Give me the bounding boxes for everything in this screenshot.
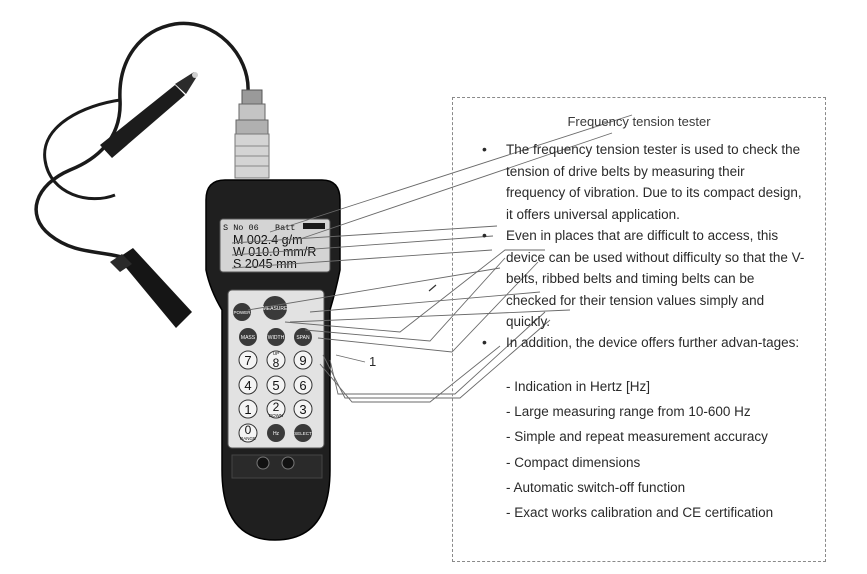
svg-text:8: 8: [273, 356, 280, 370]
bullet-1: The frequency tension tester is used to …: [482, 139, 806, 225]
svg-text:1: 1: [244, 402, 251, 417]
description-box: Frequency tension tester The frequency t…: [452, 97, 826, 562]
power-key[interactable]: POWER: [233, 303, 251, 321]
svg-text:0: 0: [245, 423, 252, 437]
cable-connector: [234, 89, 270, 179]
lcd-line2: M 002.4 g/m: [233, 233, 302, 247]
key-1[interactable]: 1: [238, 399, 258, 419]
svg-text:SELECT: SELECT: [294, 431, 312, 436]
lcd-display: [219, 218, 331, 273]
upper-sensor-probe: [100, 72, 198, 158]
lcd-line1-right: Batt: [275, 223, 295, 233]
svg-text:4: 4: [244, 378, 251, 393]
advantage-6: - Exact works calibration and CE certifi…: [506, 505, 774, 520]
svg-text:UP: UP: [273, 351, 279, 356]
bullet-3: In addition, the device offers further a…: [482, 332, 806, 354]
svg-text:Hz: Hz: [273, 431, 280, 437]
key-3[interactable]: 3: [293, 399, 313, 419]
svg-text:3: 3: [299, 402, 306, 417]
measure-key[interactable]: MEASURE: [263, 296, 288, 320]
mass-key[interactable]: MASS: [239, 328, 257, 346]
svg-text:5: 5: [272, 378, 279, 393]
key-7[interactable]: 7: [238, 350, 258, 370]
key-9[interactable]: 9: [293, 350, 313, 370]
advantage-5: - Automatic switch-off function: [506, 480, 686, 495]
callout-number: 1: [369, 354, 377, 369]
svg-text:SPAN: SPAN: [296, 335, 310, 341]
svg-text:MEASURE: MEASURE: [263, 306, 288, 312]
battery-indicator: [303, 223, 325, 229]
select-key[interactable]: SELECT: [294, 424, 312, 442]
svg-text:9: 9: [299, 353, 306, 368]
box-title: Frequency tension tester: [567, 114, 711, 129]
svg-text:RANGE: RANGE: [240, 436, 256, 441]
svg-text:2: 2: [273, 400, 280, 414]
svg-text:MASS: MASS: [241, 335, 256, 341]
sensor-cable-loop: [43, 98, 121, 201]
bullet-2: Even in places that are difficult to acc…: [482, 225, 806, 333]
dash-mark: [428, 284, 437, 292]
bottom-ports: [231, 454, 323, 479]
sensor-head: [110, 248, 192, 328]
span-key[interactable]: SPAN: [294, 328, 312, 346]
key-5[interactable]: 5: [266, 375, 286, 395]
advantage-4: - Compact dimensions: [506, 455, 641, 470]
svg-text:WIDTH: WIDTH: [268, 335, 285, 341]
key-8-up[interactable]: UP8: [266, 350, 286, 370]
key-6[interactable]: 6: [293, 375, 313, 395]
svg-text:POWER: POWER: [233, 310, 251, 315]
lcd-line4: S 2045 mm: [233, 257, 297, 271]
advantage-3: - Simple and repeat measurement accuracy: [506, 429, 768, 444]
lcd-line1-left: S No 06: [223, 223, 259, 233]
advantage-1: - Indication in Hertz [Hz]: [506, 379, 651, 394]
key-4[interactable]: 4: [238, 375, 258, 395]
hz-key[interactable]: Hz: [267, 424, 285, 442]
svg-text:6: 6: [299, 378, 306, 393]
advantage-2: - Large measuring range from 10-600 Hz: [506, 404, 751, 419]
svg-text:DOWN: DOWN: [269, 413, 283, 418]
svg-text:7: 7: [244, 353, 251, 368]
width-key[interactable]: WIDTH: [267, 328, 285, 346]
